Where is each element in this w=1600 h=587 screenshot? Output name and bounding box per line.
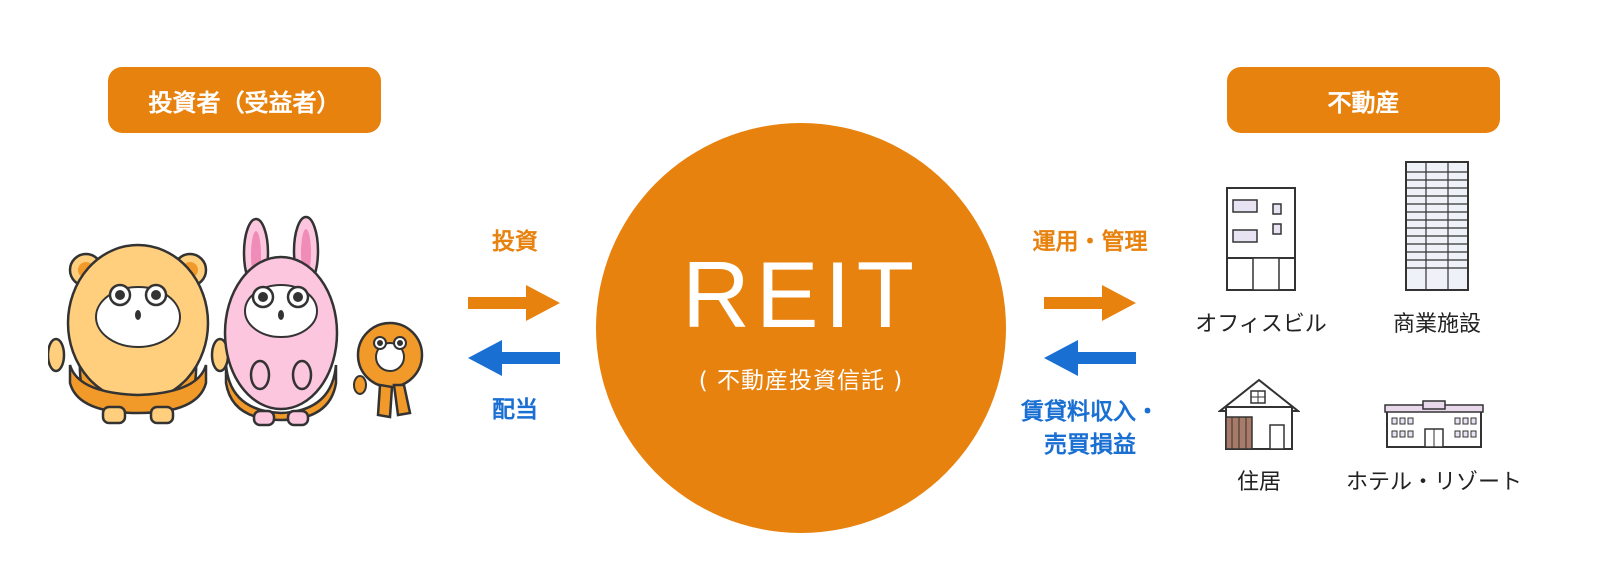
invest-label: 投資 [492, 229, 538, 255]
house-icon [1218, 378, 1300, 450]
bear-mascot-icon [48, 243, 230, 425]
income-label-line2: 売買損益 [1044, 432, 1136, 459]
rabbit-mascot-icon [223, 215, 339, 427]
small-mascot-icon [353, 321, 424, 419]
office-building-icon [1226, 187, 1296, 291]
operation-label: 運用・管理 [1032, 229, 1148, 255]
hotel-label: ホテル・リゾート [1345, 470, 1522, 495]
dividend-label: 配当 [492, 397, 538, 423]
invest-arrow-right-icon [468, 285, 560, 321]
reit-subtitle: ( 不動産投資信託 ) [698, 368, 904, 394]
income-label: 賃貸料収入・ 売買損益 [1000, 396, 1180, 463]
reit-circle [596, 123, 1006, 533]
hotel-icon [1384, 400, 1484, 448]
commercial-tower-icon [1405, 161, 1469, 291]
investor-heading: 投資者（受益者） [108, 67, 381, 133]
realestate-heading: 不動産 [1227, 67, 1500, 133]
operation-arrow-right-icon [1044, 285, 1136, 321]
investor-mascots-illustration [48, 215, 424, 427]
income-arrow-left-icon [1044, 340, 1136, 376]
reit-title: REIT [681, 242, 921, 347]
residence-label: 住居 [1236, 470, 1281, 495]
office-label: オフィスビル [1195, 312, 1327, 337]
income-label-line1: 賃貸料収入・ [1021, 399, 1159, 425]
commercial-label: 商業施設 [1392, 312, 1481, 337]
dividend-arrow-left-icon [468, 340, 560, 376]
